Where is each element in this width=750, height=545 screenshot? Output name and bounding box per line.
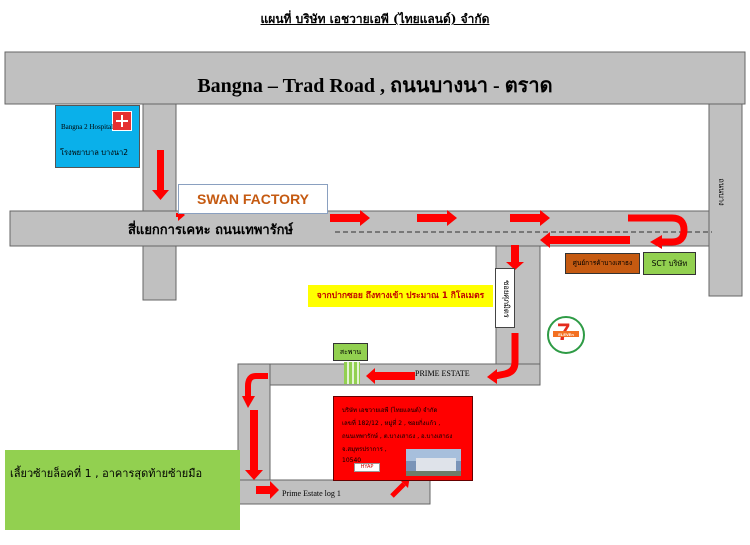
seven-eleven-text: ELEVEn [558, 332, 574, 337]
company-logo: HYAP [354, 463, 380, 472]
road-bangna-trad [4, 51, 746, 105]
seven-bar [553, 331, 579, 337]
address-line: เลขที่ 182/12 , หมู่ที่ 2 , ซอยกิ่งแก้ว … [342, 420, 441, 427]
road-label-soi: ซอยศุภมิตร [502, 280, 511, 318]
route-arrow-left [366, 368, 415, 384]
distance-note: จากปากซอย ถึงทางเข้า ประมาณ 1 กิโลเมตร [308, 285, 493, 307]
road-label-thepharak: สี่แยกการเคหะ ถนนเทพารักษ์ [128, 223, 294, 238]
direction-box: เลี้ยวซ้ายล็อคที่ 1 , อาคารสุดท้ายซ้ายมื… [5, 450, 240, 530]
hospital-cross-icon [112, 111, 132, 131]
route-uturn-head [650, 235, 662, 249]
seven-eleven-logo-icon: 7 ELEVEn [547, 316, 585, 354]
route-arrow-down-soi [506, 245, 524, 270]
address-line: จ.สมุทรปราการ , [342, 446, 387, 453]
road-label-bangna-trad: Bangna – Trad Road , ถนนบางนา - ตราด [197, 75, 553, 97]
route-arrow-right [330, 210, 370, 226]
road-label-prime-log: Prime Estate log 1 [282, 489, 341, 498]
route-arrow-curve [494, 333, 519, 380]
address-line: บริษัท เอชวายเอพี (ไทยแลนด์) จำกัด [342, 407, 438, 414]
swan-factory-label: SWAN FACTORY [178, 184, 328, 214]
route-arrow-down [245, 410, 263, 480]
shop-marker: ศูนย์การค้าบางเสาธง [565, 253, 640, 274]
route-arrow-down [152, 150, 169, 200]
road-right [708, 103, 743, 297]
soi-label-box: ซอยศุภมิตร [495, 268, 515, 328]
company-address-box: บริษัท เอชวายเอพี (ไทยแลนด์) จำกัด เลขที… [333, 396, 473, 481]
route-arrow-corner-head [242, 396, 255, 408]
bridge-marker: สะพาน [333, 343, 368, 361]
hospital-name: Bangna 2 Hospital [61, 123, 114, 131]
address-line: 10540 [342, 457, 362, 464]
road-label-prime-estate: PRIME ESTATE [415, 369, 470, 378]
hospital-thai-name: โรงพยาบาล บางนา2 [60, 148, 128, 157]
route-arrow-right [256, 481, 279, 499]
route-arrow-curve-head [487, 369, 497, 384]
building-photo [406, 449, 461, 476]
map-title: แผนที่ บริษัท เอชวายเอพี (ไทยแลนด์) จำกั… [260, 12, 490, 26]
route-arrow-up-right [390, 482, 406, 498]
route-arrow-left [540, 232, 630, 248]
sct-marker: SCT บริษัท [643, 252, 696, 275]
route-arrow-right [510, 210, 550, 226]
route-arrow-corner [245, 373, 268, 398]
route-arrow-right [417, 210, 457, 226]
direction-note: เลี้ยวซ้ายล็อคที่ 1 , อาคารสุดท้ายซ้ายมื… [10, 467, 203, 480]
address-line: ถนนเทพารักษ์ , ต.บางเสาธง , อ.บางเสาธง [342, 433, 453, 440]
road-label-right: ถนนบาง [717, 178, 726, 206]
route-uturn [628, 214, 688, 246]
road-hospital-connector [142, 103, 177, 301]
hospital-marker: Bangna 2 Hospital โรงพยาบาล บางนา2 [55, 105, 140, 168]
